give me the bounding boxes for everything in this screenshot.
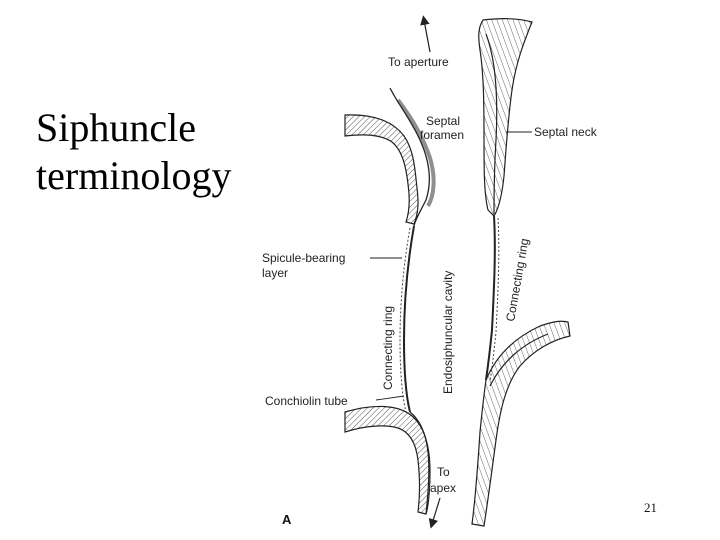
upper-right-septum: [478, 18, 533, 217]
label-connecting-ring-right: Connecting ring: [503, 237, 531, 322]
page-number: 21: [644, 500, 657, 515]
label-spicule-2: layer: [262, 266, 288, 280]
upper-left-septum: [344, 87, 436, 227]
label-connecting-ring-left: Connecting ring: [381, 306, 395, 390]
label-septal-neck: Septal neck: [534, 125, 598, 139]
slide-title: Siphuncle terminology: [36, 104, 276, 200]
conchiolin-leader: [375, 395, 405, 401]
panel-label: A: [282, 512, 292, 527]
label-to-apex-2: apex: [430, 481, 456, 495]
slide-title-line-2: terminology: [36, 153, 232, 198]
label-endosiphuncular-cavity: Endosiphuncular cavity: [441, 271, 455, 394]
slide-title-line-1: Siphuncle: [36, 105, 196, 150]
label-septal-foramen-2: foramen: [420, 128, 464, 142]
lower-right-septum: [471, 320, 571, 527]
to-apex-arrow: [428, 497, 441, 529]
label-to-apex-1: To: [437, 465, 450, 479]
lower-left-septum: [344, 405, 431, 515]
label-conchiolin-tube: Conchiolin tube: [265, 394, 348, 408]
to-aperture-arrow: [420, 15, 431, 53]
label-spicule-1: Spicule-bearing: [262, 251, 345, 265]
label-septal-foramen-1: Septal: [426, 114, 460, 128]
siphuncle-walls: [399, 215, 500, 413]
label-to-aperture: To aperture: [388, 55, 449, 69]
